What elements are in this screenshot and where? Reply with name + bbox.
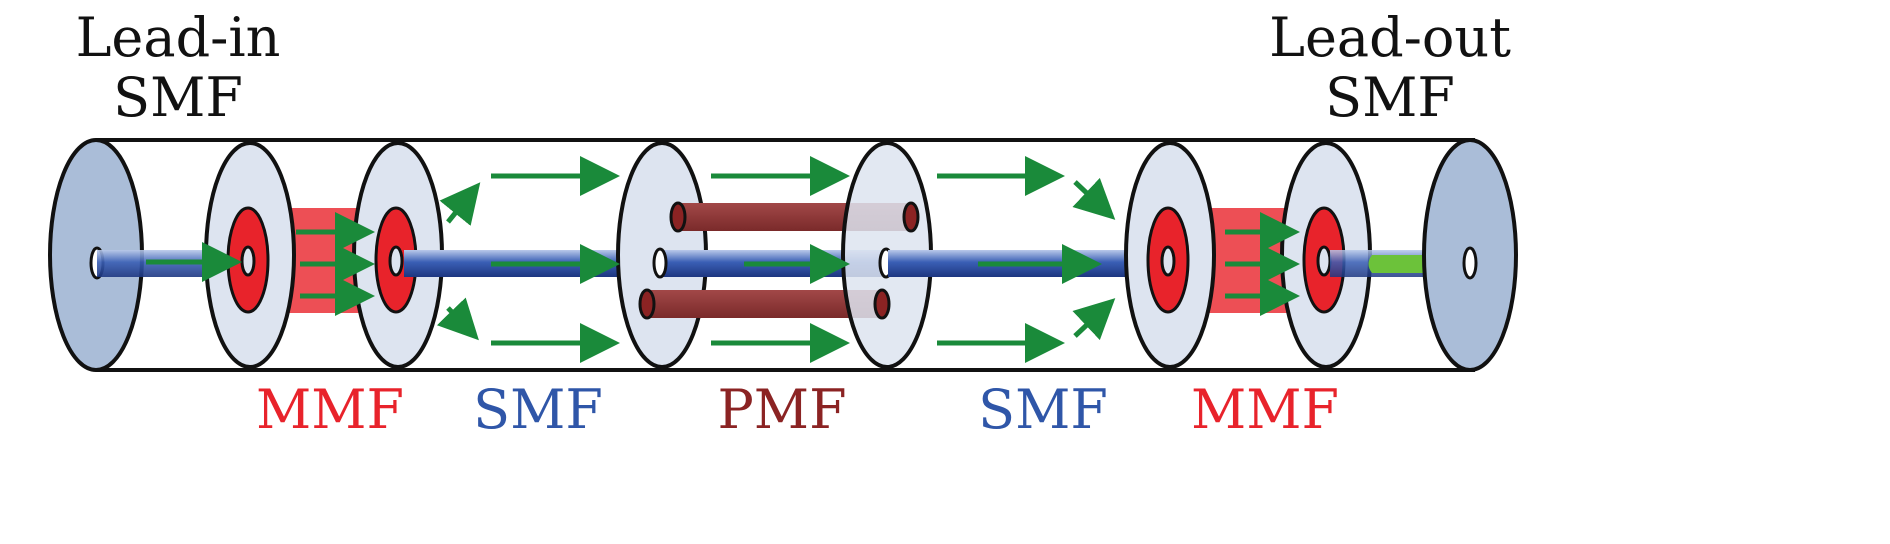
arrow: [439, 182, 481, 226]
mmf-2-core-hole: [1160, 245, 1176, 277]
light-arrows: [146, 156, 1300, 363]
lead-in-label-line2: SMF: [113, 66, 243, 129]
pmf-label: PMF: [717, 378, 846, 441]
lead-out-label-line1: Lead-out: [1269, 6, 1511, 69]
mmf-1-back-core: [388, 245, 404, 277]
pmf-rod-bottom-face: [638, 288, 656, 320]
smf-label-1: SMF: [473, 378, 603, 441]
disk-3-core-hole: [652, 247, 668, 279]
mmf-label-2: MMF: [1191, 378, 1339, 441]
smf-label-2: SMF: [978, 378, 1108, 441]
lead-out-label-line2: SMF: [1325, 66, 1455, 129]
lead-in-label-line1: Lead-in: [76, 6, 281, 69]
arrow: [1072, 298, 1116, 341]
pmf-rod-bottom-end: [873, 288, 891, 320]
arrow: [436, 297, 479, 341]
pmf-rod-top-face: [669, 201, 687, 233]
mmf-label-1: MMF: [256, 378, 404, 441]
pmf-rod-top-end: [902, 201, 920, 233]
mmf-1-core-hole: [240, 245, 256, 277]
arrow: [1072, 177, 1116, 220]
mmf-2-back-core: [1316, 245, 1332, 277]
outer-cylinder: [96, 138, 1475, 372]
right-end-core: [1462, 246, 1478, 280]
